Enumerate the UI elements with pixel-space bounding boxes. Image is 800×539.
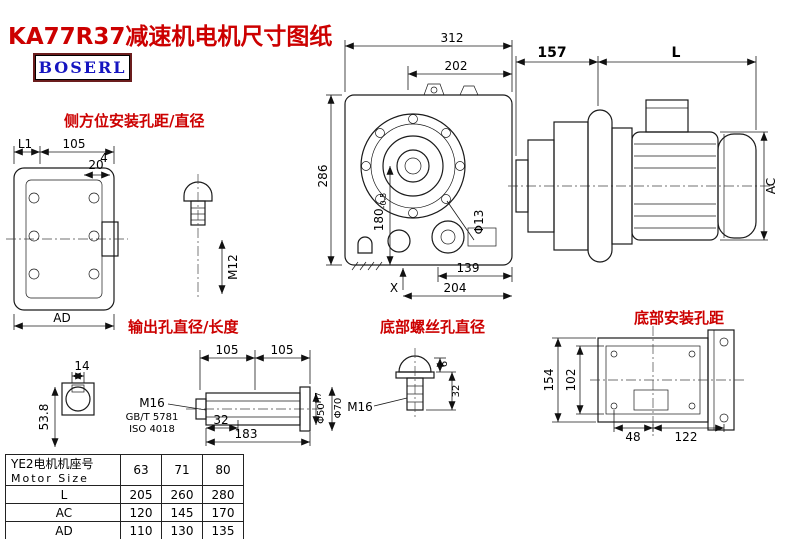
dim-phi70: Φ70 [333,398,344,419]
dim-202: 202 [445,59,468,73]
dim-183: 183 [235,427,258,441]
dim-l1: L1 [18,137,32,151]
dim-204: 204 [444,281,467,295]
label-side-mount: 侧方位安装孔距/直径 [64,112,205,130]
dim-m12: M12 [226,254,240,280]
row-label-ad: AD [5,521,121,539]
dim-phi13: Φ13 [472,210,486,235]
table-size-80: 80 [202,454,244,486]
brand-text: BOSERL [38,58,127,77]
dim-screw-6: 6 [439,361,450,367]
dim-m16-output: M16 [139,396,165,410]
dim-phi50-value: Φ50 [316,403,327,424]
dim-180: 180-0.5 [372,193,388,232]
value-ac-80: 170 [202,503,244,522]
bottom-mount-view: 154 102 48 122 [542,326,744,444]
label-output-hole: 输出孔直径/长度 [128,318,239,336]
thread-standard-iso: ISO 4018 [129,424,175,435]
dim-312: 312 [441,31,464,45]
dim-157: 157 [537,45,566,61]
label-bottom-screw: 底部螺丝孔直径 [380,318,486,336]
dim-x: X [390,281,398,295]
dim-out-105a: 105 [216,343,239,357]
dim-180-tolerance: -0.5 [379,193,388,209]
dim-screw-32: 32 [451,385,462,398]
left-side-view: L1 105 4 AD [6,137,128,330]
dim-side-105: 105 [63,137,86,151]
main-front-view [344,83,513,271]
table-header-cn: YE2电机机座号 [11,457,94,471]
output-shaft-detail: 14 53.8 105 105 M16 GB/T 5781 ISO 4018 [37,343,344,447]
dim-ad: AD [53,311,70,325]
dim-out-32: 32 [213,413,228,427]
value-ad-63: 110 [120,521,162,539]
table-size-63: 63 [120,454,162,486]
dim-key-14: 14 [74,359,89,373]
dim-m16-bottom: M16 [347,400,373,414]
dim-ac: AC [764,178,778,194]
dim-122: 122 [675,430,698,444]
motor-side-view: 157 L AC [508,45,778,263]
thread-standard-gb: GB/T 5781 [126,412,179,423]
table-header-en: Motor Size [11,472,89,485]
side-mount-bolt-detail: 20 M12 [84,158,240,298]
table-row-ad: AD 110 130 135 [5,521,244,539]
value-ad-71: 130 [161,521,203,539]
value-l-71: 260 [161,485,203,504]
table-row-l: L 205 260 280 [5,485,244,504]
dim-139: 139 [457,261,480,275]
dim-l: L [672,45,681,61]
dim-48: 48 [625,430,640,444]
value-ad-80: 135 [202,521,244,539]
table-size-71: 71 [161,454,203,486]
table-header-row: YE2电机机座号 Motor Size 63 71 80 [5,454,244,486]
label-bottom-mount: 底部安装孔距 [634,309,725,327]
row-label-l: L [5,485,121,504]
dim-side-4: 4 [100,151,108,165]
value-l-63: 205 [120,485,162,504]
dim-bolt-20: 20 [88,158,103,172]
dim-180-value: 180 [372,208,386,231]
dim-out-105b: 105 [271,343,294,357]
value-ac-63: 120 [120,503,162,522]
main-view-dimensions: 312 202 286 180-0.5 Φ13 139 X 20 [316,31,513,300]
dim-154: 154 [542,369,556,392]
motor-size-table: YE2电机机座号 Motor Size 63 71 80 L 205 260 2… [5,454,244,539]
value-l-80: 280 [202,485,244,504]
page-title: KA77R37减速机电机尺寸图纸 [8,24,333,51]
brand-logo: BOSERL [33,53,132,82]
value-ac-71: 145 [161,503,203,522]
dim-53-8: 53.8 [37,404,51,431]
dim-phi50-tolerance: H7 [314,392,323,403]
table-row-ac: AC 120 145 170 [5,503,244,522]
dim-286: 286 [316,165,330,188]
bottom-screw-detail: 6 32 M16 [347,348,462,420]
dim-102: 102 [564,369,578,392]
dim-phi50: Φ50H7 [314,392,327,424]
table-header-motor-size: YE2电机机座号 Motor Size [5,454,121,486]
row-label-ac: AC [5,503,121,522]
